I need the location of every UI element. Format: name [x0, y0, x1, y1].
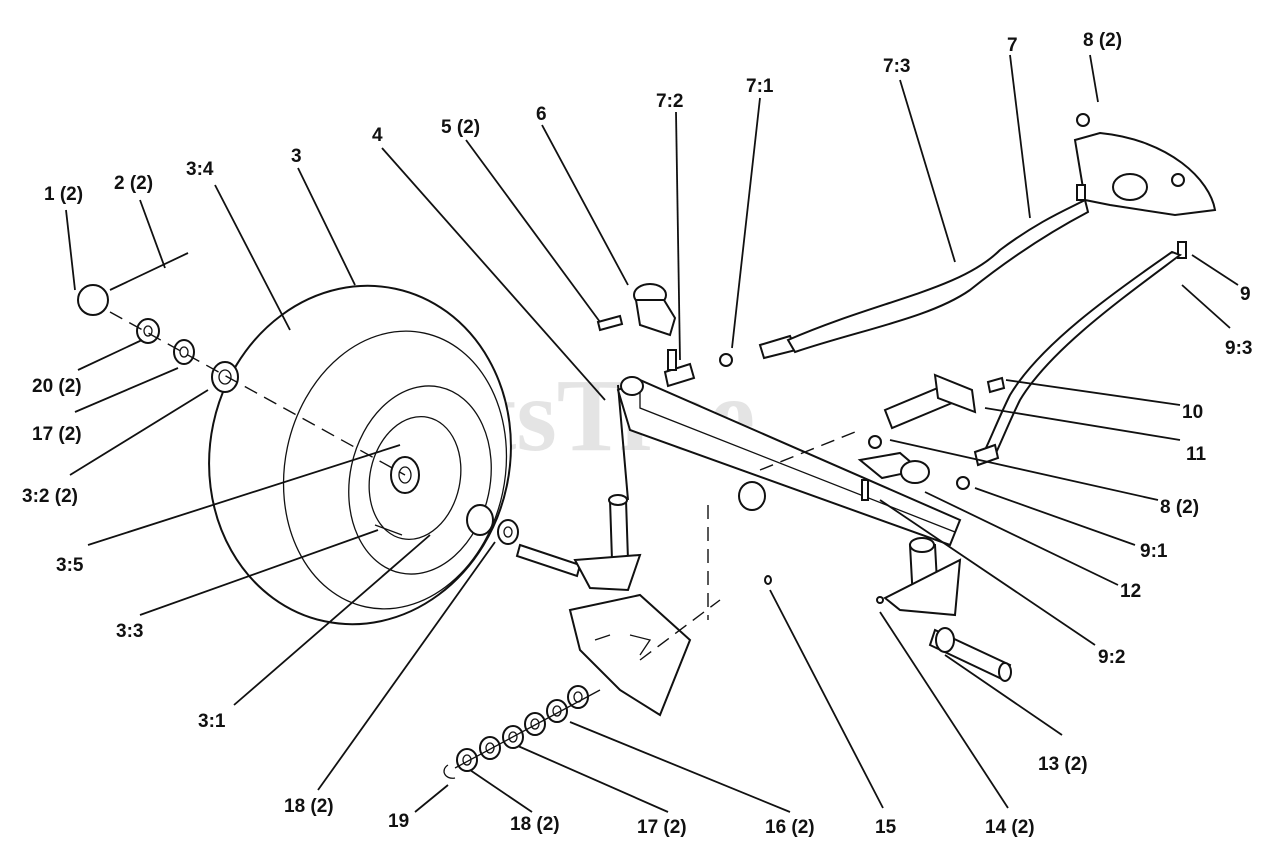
tire-assembly [208, 284, 512, 626]
spindle-axle [515, 543, 582, 578]
callout-7-3: 7:3 [883, 56, 910, 77]
pivot-bracket [883, 373, 1006, 430]
callout-9-2: 9:2 [1098, 647, 1125, 668]
callout-3-3: 3:3 [116, 621, 143, 642]
callout-6: 6 [536, 104, 547, 125]
callout-17-left: 17 (2) [32, 424, 82, 445]
callout-3-1: 3:1 [198, 711, 226, 732]
callout-14: 14 (2) [985, 817, 1035, 838]
callout-17-bottom: 17 (2) [637, 817, 687, 838]
axle-bracket [568, 593, 692, 717]
hub-cap [77, 284, 109, 316]
callout-8-top: 8 (2) [1083, 30, 1122, 51]
callout-11: 11 [1186, 444, 1207, 465]
callout-1: 1 (2) [44, 184, 83, 205]
callout-18-bottom: 18 (2) [510, 814, 560, 835]
tie-rod [956, 241, 1187, 490]
callout-20: 20 (2) [32, 376, 82, 397]
washer-stack [443, 685, 601, 779]
callout-3-2: 3:2 (2) [22, 486, 78, 507]
right-spindle [883, 537, 1012, 682]
callout-8-mid: 8 (2) [1160, 497, 1199, 518]
callout-3-4: 3:4 [186, 159, 214, 180]
leader-lines [65, 54, 1239, 813]
callout-3-5: 3:5 [56, 555, 84, 576]
right-steering-arm [857, 435, 930, 501]
sector-gear [1073, 113, 1217, 217]
callout-12: 12 [1120, 581, 1141, 602]
callout-5: 5 (2) [441, 117, 480, 138]
axle-washers [466, 504, 519, 545]
callout-7-2: 7:2 [656, 91, 683, 112]
callout-9: 9 [1240, 284, 1251, 305]
callout-9-1: 9:1 [1140, 541, 1168, 562]
callout-15: 15 [875, 817, 897, 838]
callout-19: 19 [388, 811, 409, 832]
callout-2: 2 (2) [114, 173, 153, 194]
callout-9-3: 9:3 [1225, 338, 1252, 359]
steering-arm [596, 283, 677, 337]
drag-link [663, 198, 1090, 388]
cotter-pin [109, 252, 189, 291]
callout-3: 3 [291, 146, 302, 167]
grease-fitting [764, 575, 772, 585]
callout-16: 16 (2) [765, 817, 815, 838]
left-spindle [573, 384, 642, 592]
callout-7: 7 [1007, 35, 1018, 56]
callout-13: 13 (2) [1038, 754, 1088, 775]
callout-7-1: 7:1 [746, 76, 774, 97]
callout-10: 10 [1182, 402, 1203, 423]
callout-18-mid: 18 (2) [284, 796, 334, 817]
screw [876, 596, 884, 604]
callout-4: 4 [372, 125, 383, 146]
front-axle [616, 376, 962, 547]
left-washers [136, 318, 239, 393]
callout-labels: 1 (2) 2 (2) 3:4 3 4 5 (2) 6 7:2 7:1 7:3 … [22, 30, 1252, 838]
